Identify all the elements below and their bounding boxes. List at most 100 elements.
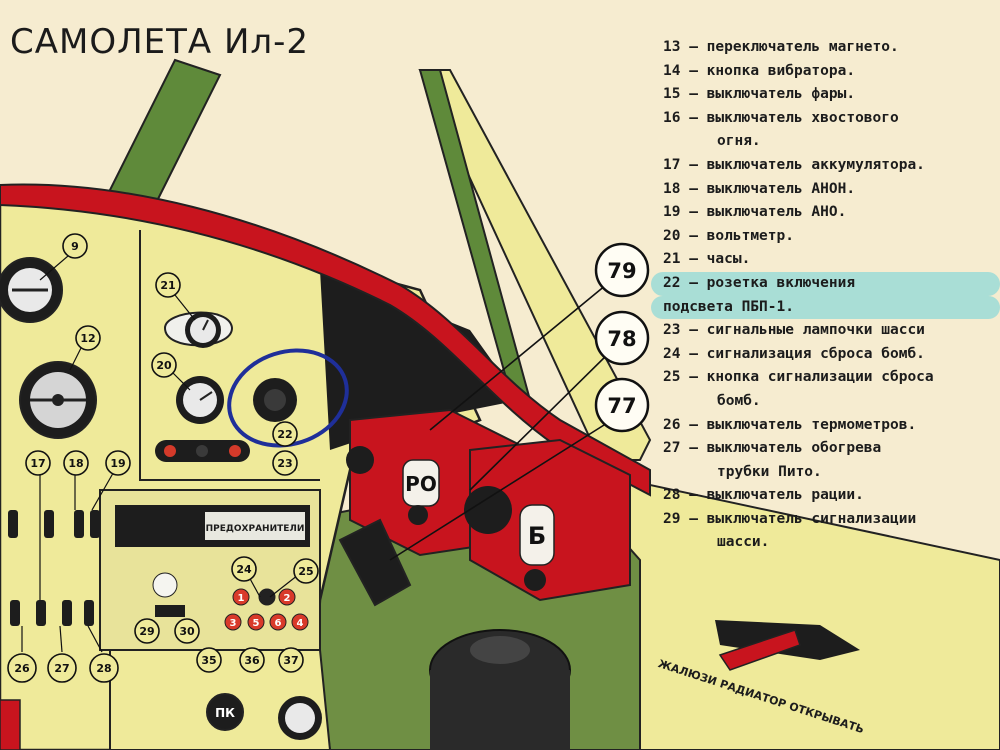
box-b-dial xyxy=(464,486,512,534)
legend-text: переключатель магнето. xyxy=(706,39,899,55)
legend-line: 20 — вольтметр. xyxy=(663,225,1000,249)
legend-item: 15 — выключатель фары. xyxy=(663,83,1000,107)
button-2-label: 2 xyxy=(284,593,291,604)
callout-18-label: 18 xyxy=(68,457,83,470)
legend-number: 14 xyxy=(663,62,681,79)
legend-line: 23 — сигнальные лампочки шасси xyxy=(663,319,1000,343)
legend-dash: — xyxy=(680,62,707,79)
callout-35: 35 xyxy=(196,647,222,673)
legend-number: 19 xyxy=(663,204,681,221)
leader-25 xyxy=(269,574,299,598)
gauge-lower-face xyxy=(285,703,315,733)
legend-dash: — xyxy=(680,322,707,339)
callout-79: 79 xyxy=(594,242,650,298)
legend-dash: — xyxy=(680,274,707,291)
legend-text: вольтметр. xyxy=(706,227,794,244)
callout-12: 12 xyxy=(75,325,101,351)
fuse-label-plate xyxy=(205,512,305,540)
box-ro-knob xyxy=(346,446,374,474)
legend-item: 21 — часы. xyxy=(663,248,1000,272)
legend-item: 24 — сигнализация сброса бомб. xyxy=(663,343,1000,367)
legend-item: 18 — выключатель АНОН. xyxy=(663,178,1000,202)
lamp-23-a xyxy=(164,445,176,457)
legend-number: 18 xyxy=(663,180,681,197)
canopy-frame-right-yellow xyxy=(418,69,652,461)
legend-line: 21 — часы. xyxy=(663,248,1000,272)
callout-25-label: 25 xyxy=(298,565,313,578)
legend-dash: — xyxy=(680,204,707,221)
legend-text: выключатель сигнализации xyxy=(706,510,917,527)
callout-22-label: 22 xyxy=(277,428,292,441)
callout-28: 28 xyxy=(89,653,119,683)
legend-text: выключатель хвостового xyxy=(706,109,899,126)
legend-number: 21 xyxy=(663,251,681,268)
legend-item: 13 — переключатель магнето. xyxy=(663,36,1000,60)
callout-36: 36 xyxy=(239,647,265,673)
legend-line: 18 — выключатель АНОН. xyxy=(663,178,1000,202)
callout-12-label: 12 xyxy=(80,332,95,345)
legend-number: 22 xyxy=(663,274,681,291)
callout-29: 29 xyxy=(134,618,160,644)
legend-item: 14 — кнопка вибратора. xyxy=(663,60,1000,84)
legend-text: выключатель АНОН. xyxy=(706,180,856,197)
button-6 xyxy=(269,613,287,631)
callout-37-label: 37 xyxy=(283,654,298,667)
box-b-label: Б xyxy=(528,522,546,550)
button-4 xyxy=(291,613,309,631)
box-ro-label: РО xyxy=(405,472,437,496)
callout-21: 21 xyxy=(155,272,181,298)
legend-line: 24 — сигнализация сброса бомб. xyxy=(663,343,1000,367)
button-6-label: 6 xyxy=(275,618,282,629)
callout-25: 25 xyxy=(293,558,319,584)
radiator-lever-red xyxy=(718,629,801,671)
clock-21-hand xyxy=(202,319,209,331)
callout-20-label: 20 xyxy=(156,359,172,372)
legend-item: 26 — выключатель термометров. xyxy=(663,414,1000,438)
box-ro-knob2 xyxy=(408,505,428,525)
legend-dash: — xyxy=(680,180,707,197)
voltmeter-20-needle xyxy=(199,391,213,401)
callout-28-label: 28 xyxy=(96,662,111,675)
legend-text: выключатель АНО. xyxy=(706,204,847,221)
callout-23-label: 23 xyxy=(277,457,292,470)
gauge-12-center xyxy=(52,394,64,406)
legend-dash: — xyxy=(680,440,707,457)
switch-slot xyxy=(155,605,185,617)
callout-9-label: 9 xyxy=(71,240,79,253)
legend-line: 17 — выключатель аккумулятора. xyxy=(663,154,1000,178)
callout-36-label: 36 xyxy=(244,654,260,667)
socket-22-core xyxy=(264,389,286,411)
legend-text-continuation: подсвета ПБП-1. xyxy=(651,295,1000,320)
leader-78 xyxy=(469,349,613,491)
page-title: САМОЛЕТА Ил-2 xyxy=(10,22,310,62)
coaming-red-frame xyxy=(0,183,651,497)
callout-20: 20 xyxy=(151,352,177,378)
legend-text: выключатель термометров. xyxy=(706,416,917,433)
red-lever-left xyxy=(0,699,21,750)
legend-text-continuation: трубки Пито. xyxy=(717,463,822,480)
callout-27: 27 xyxy=(47,653,77,683)
legend-number: 26 xyxy=(663,416,681,433)
button-1-label: 1 xyxy=(238,593,245,604)
legend-text-continuation: бомб. xyxy=(717,392,761,409)
button-1 xyxy=(232,588,250,606)
leader-19 xyxy=(91,467,117,511)
legend-line: 26 — выключатель термометров. xyxy=(663,414,1000,438)
legend-line: 15 — выключатель фары. xyxy=(663,83,1000,107)
legend-text-continuation: огня. xyxy=(717,133,761,150)
legend-number: 27 xyxy=(663,440,681,457)
legend-text: сигнальные лампочки шасси xyxy=(706,322,925,339)
callout-24: 24 xyxy=(231,556,257,582)
callout-79-label: 79 xyxy=(607,259,636,283)
legend-item: 23 — сигнальные лампочки шасси xyxy=(663,319,1000,343)
annotation-circle-22 xyxy=(227,348,349,448)
legend-dash: — xyxy=(680,156,707,173)
callout-27-label: 27 xyxy=(54,662,69,675)
legend-number: 24 xyxy=(663,345,681,362)
legend-list: 13 — переключатель магнето.14 — кнопка в… xyxy=(651,36,1000,555)
callout-9: 9 xyxy=(62,233,88,259)
